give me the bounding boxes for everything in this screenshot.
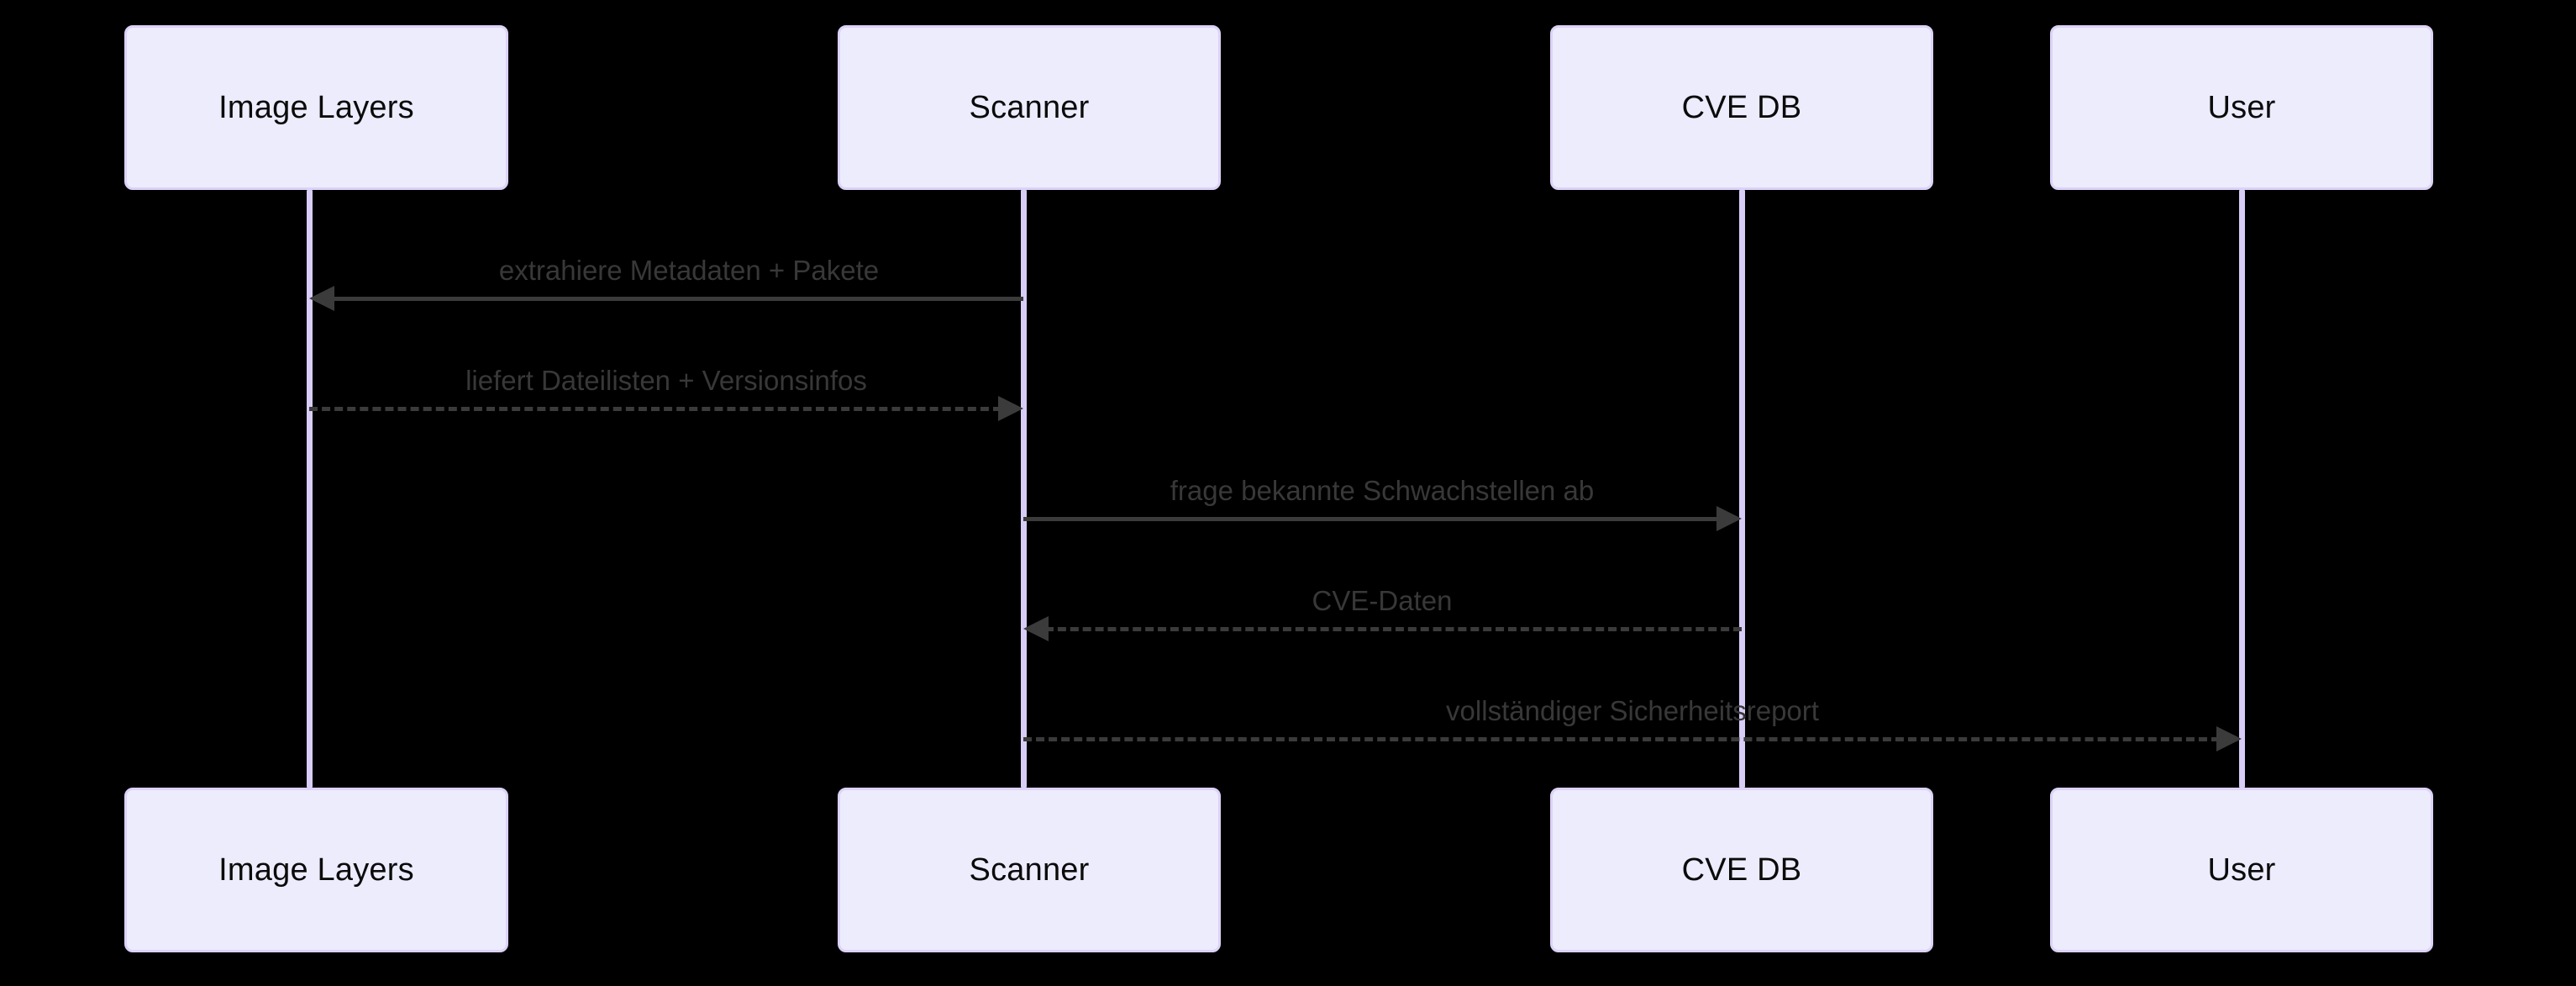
- participant-footer-cve-db-label: CVE DB: [1681, 852, 1802, 888]
- message-line-5: [1023, 737, 2220, 741]
- participant-footer-cve-db[interactable]: CVE DB: [1550, 788, 1933, 952]
- message-label-5: vollständiger Sicherheitsreport: [1446, 695, 1819, 726]
- lifeline-scanner: [1021, 190, 1027, 788]
- participant-footer-scanner-label: Scanner: [969, 852, 1090, 888]
- arrowhead-right-5: [2216, 726, 2242, 751]
- message-line-4: [1045, 627, 1742, 631]
- participant-header-scanner[interactable]: Scanner: [838, 25, 1221, 190]
- arrowhead-left-4: [1023, 616, 1049, 641]
- participant-footer-image-layers-label: Image Layers: [218, 852, 414, 888]
- participant-header-user-label: User: [2207, 89, 2276, 125]
- participant-footer-scanner[interactable]: Scanner: [838, 788, 1221, 952]
- participant-footer-user-label: User: [2207, 852, 2276, 888]
- arrowhead-right-2: [998, 396, 1023, 421]
- participant-footer-image-layers[interactable]: Image Layers: [124, 788, 508, 952]
- participant-footer-user[interactable]: User: [2050, 788, 2433, 952]
- message-label-2: liefert Dateilisten + Versionsinfos: [465, 365, 867, 396]
- message-line-1: [331, 297, 1023, 301]
- participant-header-cve-db-label: CVE DB: [1681, 89, 1802, 125]
- arrowhead-left-1: [309, 286, 334, 311]
- participant-header-user[interactable]: User: [2050, 25, 2433, 190]
- message-line-3: [1023, 517, 1720, 521]
- participant-header-image-layers[interactable]: Image Layers: [124, 25, 508, 190]
- lifeline-image-layers: [307, 190, 313, 788]
- participant-header-scanner-label: Scanner: [969, 89, 1090, 125]
- message-label-4: CVE-Daten: [1312, 585, 1453, 616]
- lifeline-cve-db: [1739, 190, 1745, 788]
- message-label-1: extrahiere Metadaten + Pakete: [498, 255, 880, 286]
- participant-header-image-layers-label: Image Layers: [218, 89, 414, 125]
- arrowhead-right-3: [1716, 506, 1742, 531]
- lifeline-user: [2239, 190, 2245, 788]
- participant-header-cve-db[interactable]: CVE DB: [1550, 25, 1933, 190]
- message-line-2: [309, 407, 1001, 411]
- message-label-3: frage bekannte Schwachstellen ab: [1170, 475, 1595, 506]
